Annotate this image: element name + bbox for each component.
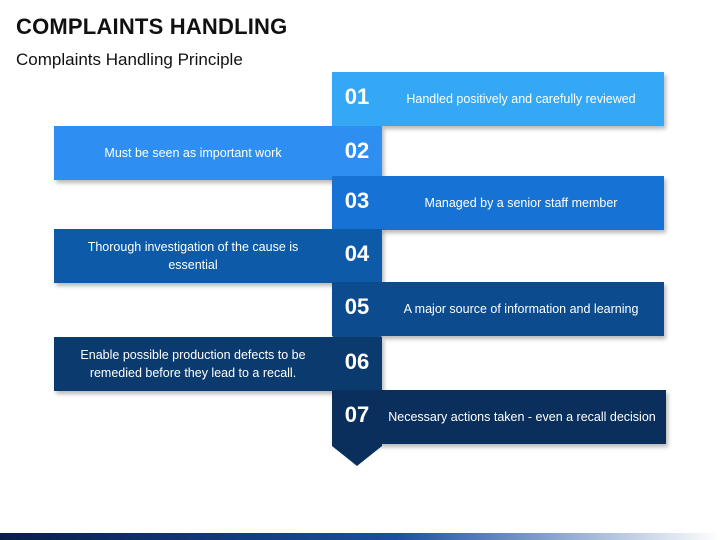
step-text-05: A major source of information and learni… — [403, 302, 639, 316]
step-text-01: Handled positively and carefully reviewe… — [406, 92, 636, 106]
page-title: COMPLAINTS HANDLING — [16, 14, 288, 39]
step-chevron-07: 07 — [332, 390, 382, 466]
step-band-07: Necessary actions taken - even a recall … — [332, 390, 666, 444]
step-band-02: Must be seen as important work — [54, 126, 382, 180]
step-number-02: 02 — [344, 138, 370, 163]
step-number-03: 03 — [344, 188, 370, 213]
step-text-07: Necessary actions taken - even a recall … — [388, 410, 656, 424]
step-band-03: Managed by a senior staff member — [332, 176, 664, 230]
step-number-01: 01 — [344, 84, 370, 109]
step-number-07: 07 — [344, 402, 370, 427]
step-band-04: Thorough investigation of the cause is e… — [54, 229, 382, 283]
step-number-04: 04 — [344, 241, 370, 266]
step-band-05: A major source of information and learni… — [332, 282, 664, 336]
step-band-06: Enable possible production defects to be… — [54, 337, 382, 391]
page-subtitle: Complaints Handling Principle — [16, 50, 243, 69]
step-text-03: Managed by a senior staff member — [424, 196, 618, 210]
step-number-06: 06 — [344, 349, 370, 374]
step-number-05: 05 — [344, 294, 370, 319]
step-text-04: Thorough investigation of the cause is e… — [87, 240, 299, 272]
step-band-01: Handled positively and carefully reviewe… — [332, 72, 664, 126]
step-text-06: Enable possible production defects to be… — [80, 348, 306, 380]
step-text-02: Must be seen as important work — [104, 146, 282, 160]
footer-gradient-bar — [0, 533, 720, 540]
